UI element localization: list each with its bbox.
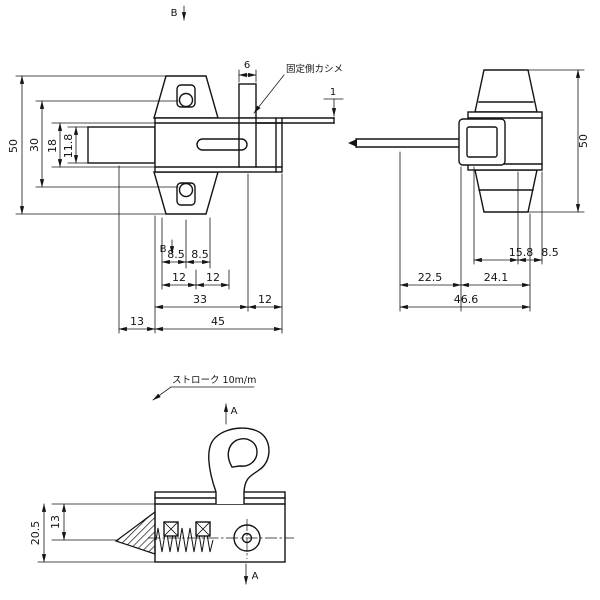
dim-width-total: 45: [211, 315, 225, 328]
spring-slot: [196, 138, 248, 151]
front-view-dimensions: B 6 固定側カシメ 1 50 30 18: [7, 5, 344, 334]
dim-depth-total: 46.6: [454, 293, 479, 306]
section-label-b-bottom: B: [160, 244, 167, 255]
dim-pitch-right: 12: [206, 271, 220, 284]
dim-bolt-throw: 13: [130, 315, 144, 328]
case-front: [154, 117, 283, 173]
rod-tip: [348, 139, 357, 147]
bottom-flange: [153, 171, 219, 215]
actuator-pin: [238, 83, 257, 119]
dim-plate-thickness: 1: [330, 87, 336, 98]
dim-rod-length: 22.5: [418, 271, 443, 284]
section-label-a-bottom: A: [252, 571, 259, 582]
bolt-tip-wedge: [114, 510, 156, 555]
front-view: B 6 固定側カシメ 1 50 30 18: [7, 5, 344, 334]
bolt-front: [87, 126, 156, 164]
bottom-view: ストローク 10m/m A A: [29, 375, 294, 585]
dim-pitch-left: 12: [172, 271, 186, 284]
dim-depth-flange: 8.5: [541, 246, 559, 259]
stroke-note: ストローク 10m/m: [172, 375, 256, 386]
dim-bolt-height: 11.8: [62, 134, 75, 159]
side-view-outline: [348, 69, 543, 213]
dim-hole-pitch-height: 30: [28, 138, 41, 152]
dim-body-depth: 24.1: [484, 271, 509, 284]
top-flange: [153, 75, 219, 119]
rivet-note: 固定側カシメ: [286, 63, 343, 75]
side-view-dimensions: 50 15.8 8.5 22.5 24.1 46.6: [399, 69, 590, 312]
dim-pin-width: 6: [244, 60, 250, 71]
bolt-guide-inner: [466, 126, 498, 158]
dim-depth-inner: 15.8: [509, 246, 534, 259]
side-top-flange: [474, 69, 538, 113]
dim-height-total-side: 50: [577, 134, 590, 148]
dim-height-total-front: 50: [7, 139, 20, 153]
dim-height-total-bv: 20.5: [29, 521, 42, 546]
dim-case-height: 18: [46, 139, 59, 153]
dim-case-width: 33: [193, 293, 207, 306]
dim-flange-half-right: 8.5: [191, 248, 209, 261]
dim-flange-half-left: 8.5: [167, 248, 185, 261]
section-label-a-top: A: [231, 406, 238, 417]
side-bottom-flange: [474, 169, 538, 213]
section-label-b-top: B: [171, 8, 178, 19]
latch-hook-hole: [227, 438, 258, 468]
bottom-view-dimensions: 13 20.5: [29, 503, 156, 563]
dim-inner-height-bv: 13: [49, 515, 62, 529]
front-view-outline: [87, 75, 335, 215]
coil-spring: [155, 527, 214, 553]
bottom-view-outline: [114, 427, 294, 563]
side-view: 50 15.8 8.5 22.5 24.1 46.6: [348, 69, 590, 312]
dim-case-right: 12: [258, 293, 272, 306]
